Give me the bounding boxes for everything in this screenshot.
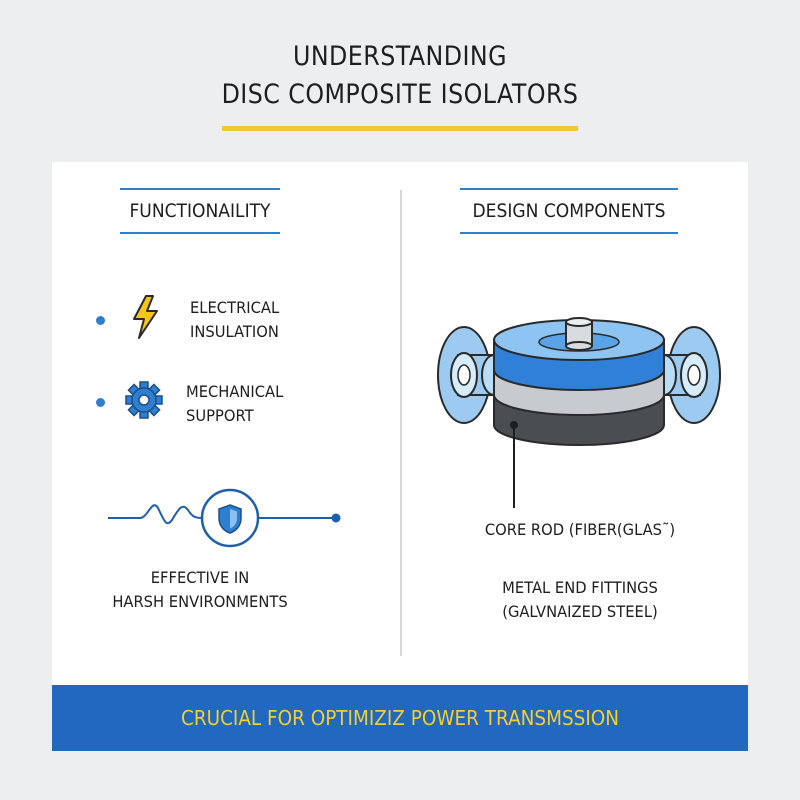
- core-rod-label: CORE ROD (FIBER(GLAS˜): [484, 520, 676, 539]
- gear-icon: [124, 380, 164, 424]
- title-underline: [222, 126, 578, 131]
- footer-text: CRUCIAL FOR OPTIMIZIZ POWER TRANSMSSION: [180, 706, 620, 730]
- design-heading-bottom-rule: [460, 232, 678, 234]
- design-components-heading: DESIGN COMPONENTS: [472, 200, 666, 222]
- footer-banner: [52, 685, 748, 751]
- functionality-heading-bottom-rule: [120, 232, 280, 234]
- mechanical-support-label: MECHANICAL SUPPORT: [186, 382, 284, 425]
- functionality-heading-top-rule: [120, 188, 280, 190]
- bullet-mechanical: [96, 398, 105, 407]
- title-line-1: UNDERSTANDING: [293, 41, 507, 72]
- bullet-electrical: [96, 316, 105, 325]
- electrical-insulation-label: ELECTRICAL INSULATION: [190, 298, 280, 341]
- design-heading-top-rule: [460, 188, 678, 190]
- callout-pointer-line: [510, 420, 522, 514]
- harsh-environments-label: EFFECTIVE IN HARSH ENVIRONMENTS: [112, 568, 288, 611]
- shield-icon: [216, 503, 244, 539]
- functionality-heading: FUNCTIONAILITY: [129, 200, 271, 222]
- metal-end-fittings-label: METAL END FITTINGS (GALVNAIZED STEEL): [502, 578, 658, 621]
- disc-isolator-illustration: [430, 300, 730, 454]
- lightning-bolt-icon: [128, 294, 162, 344]
- title-line-2: DISC COMPOSITE ISOLATORS: [221, 79, 579, 110]
- column-divider: [400, 190, 402, 656]
- page-title: UNDERSTANDING DISC COMPOSITE ISOLATORS: [48, 38, 752, 114]
